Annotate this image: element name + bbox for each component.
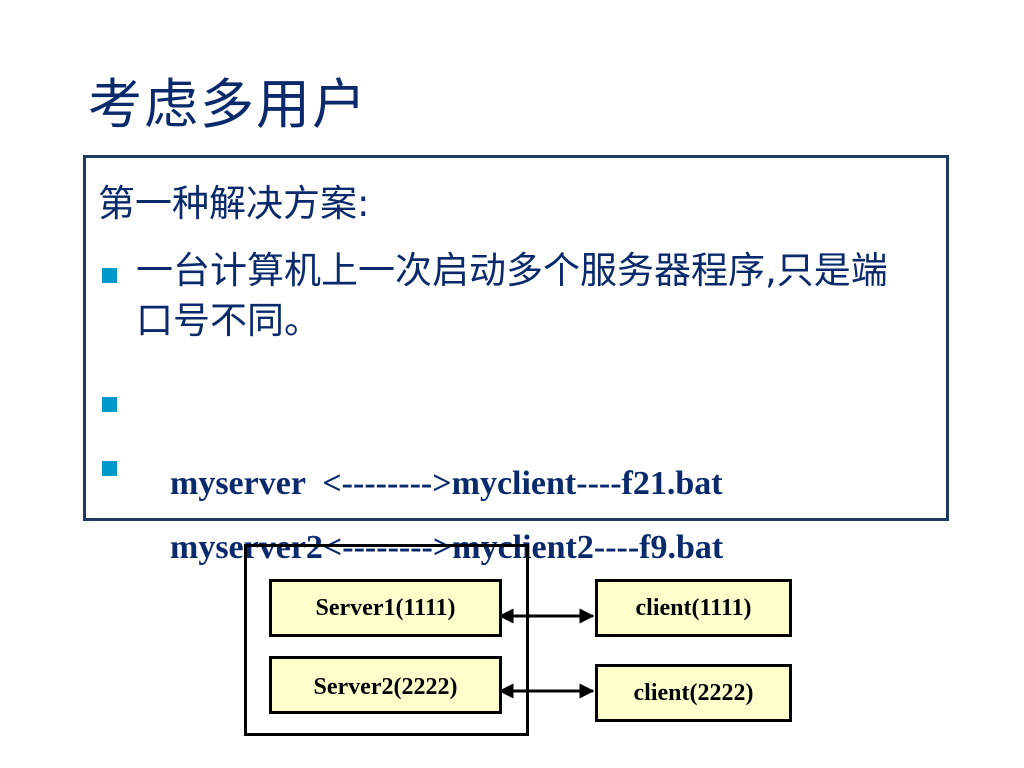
bullet-text-3: myserver2<-------->myclient2----f9.bat <box>170 529 724 566</box>
bullet-item-3: myserver2<-------->myclient2----f9.bat <box>98 448 938 608</box>
slide-title: 考虑多用户 <box>88 73 368 136</box>
bullet-text-2: myserver <-------->myclient----f21.bat <box>170 465 723 502</box>
square-bullet-icon <box>102 268 117 283</box>
bullet-text-1: 一台计算机上一次启动多个服务器程序,只是端口号不同。 <box>136 249 888 342</box>
bullet-item-2: myserver <-------->myclient----f21.bat <box>98 384 938 544</box>
content-box: 第一种解决方案: 一台计算机上一次启动多个服务器程序,只是端口号不同。 myse… <box>83 155 949 566</box>
bullet-item-1: 一台计算机上一次启动多个服务器程序,只是端口号不同。 <box>98 246 938 346</box>
server-host-frame <box>244 544 529 736</box>
solution-heading: 第一种解决方案: <box>98 182 370 225</box>
square-bullet-icon <box>102 397 117 412</box>
server1-node: Server1(1111) <box>269 579 502 637</box>
server2-node: Server2(2222) <box>269 656 502 714</box>
square-bullet-icon <box>102 461 117 476</box>
client1-node: client(1111) <box>595 579 792 637</box>
client2-node: client(2222) <box>595 664 792 722</box>
